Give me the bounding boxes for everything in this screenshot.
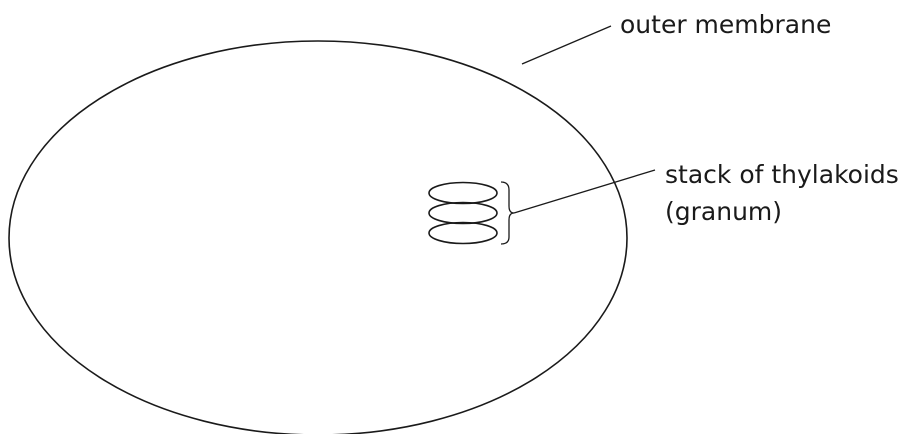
outer-membrane-leader xyxy=(521,25,612,65)
thylakoid-disc-middle xyxy=(428,201,498,225)
outer-membrane xyxy=(8,40,628,434)
granum-leader xyxy=(513,169,656,214)
granum-label-line1: stack of thylakoids xyxy=(665,160,899,189)
granum xyxy=(428,181,498,245)
granum-label-line2: (granum) xyxy=(665,197,782,226)
outer-membrane-label: outer membrane xyxy=(620,10,831,39)
granum-brace xyxy=(500,181,515,245)
thylakoid-disc-top xyxy=(428,181,498,205)
thylakoid-disc-bottom xyxy=(428,221,498,245)
